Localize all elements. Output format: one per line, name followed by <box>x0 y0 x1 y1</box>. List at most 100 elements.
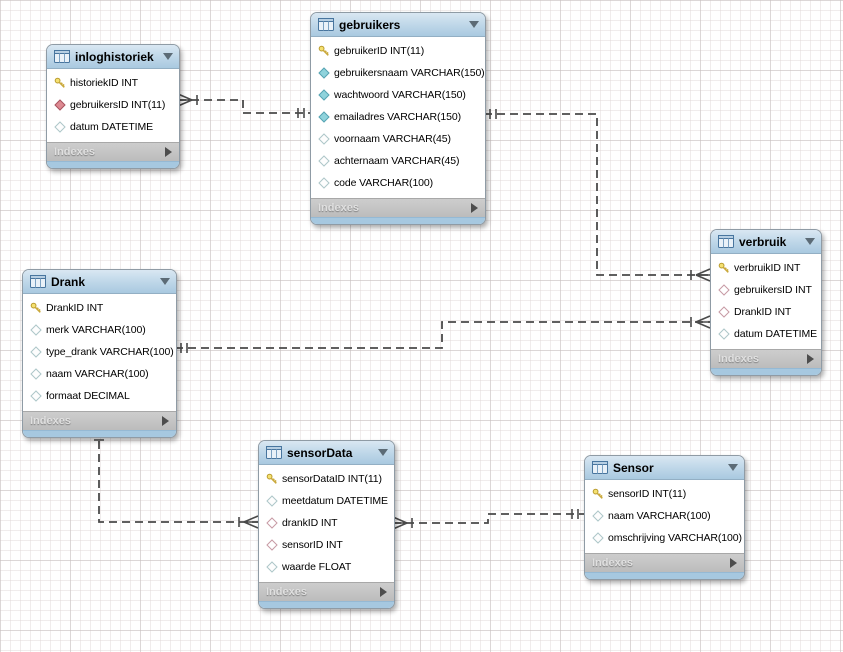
table-title: inloghistoriek <box>75 49 154 64</box>
cardinality-markers <box>180 315 711 353</box>
table-header[interactable]: gebruikers <box>311 13 485 37</box>
table-column-row[interactable]: meetdatum DATETIME <box>259 490 394 512</box>
table-header[interactable]: sensorData <box>259 441 394 465</box>
expand-right-icon[interactable] <box>162 416 169 426</box>
column-definition: formaat DECIMAL <box>46 390 130 402</box>
indexes-label: Indexes <box>718 353 759 365</box>
column-definition: meetdatum DATETIME <box>282 495 388 507</box>
column-nullable-icon <box>266 495 278 507</box>
relationship-line[interactable] <box>175 321 710 349</box>
column-required-icon <box>318 89 330 101</box>
table-column-row[interactable]: datum DATETIME <box>711 323 821 345</box>
chevron-down-icon[interactable] <box>469 21 479 28</box>
indexes-footer[interactable]: Indexes <box>711 349 821 368</box>
table-column-row[interactable]: achternaam VARCHAR(45) <box>311 150 485 172</box>
expand-right-icon[interactable] <box>380 587 387 597</box>
table-column-row[interactable]: datum DATETIME <box>47 116 179 138</box>
column-definition: datum DATETIME <box>734 328 818 340</box>
table-column-row[interactable]: DrankID INT <box>23 297 176 319</box>
table-gebruikers[interactable]: gebruikers gebruikerID INT(11)gebruikersn… <box>310 12 486 225</box>
table-title: gebruikers <box>339 17 401 32</box>
column-nullable-icon <box>30 368 42 380</box>
column-definition: sensorDataID INT(11) <box>282 473 382 485</box>
column-nullable-icon <box>318 133 330 145</box>
table-column-row[interactable]: omschrijving VARCHAR(100) <box>585 527 744 549</box>
table-header[interactable]: Drank <box>23 270 176 294</box>
table-column-row[interactable]: waarde FLOAT <box>259 556 394 578</box>
table-column-row[interactable]: gebruikersID INT(11) <box>47 94 179 116</box>
table-column-row[interactable]: naam VARCHAR(100) <box>585 505 744 527</box>
column-definition: sensorID INT(11) <box>608 488 687 500</box>
table-column-row[interactable]: code VARCHAR(100) <box>311 172 485 194</box>
table-column-row[interactable]: sensorID INT <box>259 534 394 556</box>
table-bottom-strip <box>47 161 179 168</box>
relationship-line[interactable] <box>393 513 584 524</box>
chevron-down-icon[interactable] <box>160 278 170 285</box>
indexes-footer[interactable]: Indexes <box>259 582 394 601</box>
chevron-down-icon[interactable] <box>805 238 815 245</box>
table-column-row[interactable]: historiekID INT <box>47 72 179 94</box>
indexes-footer[interactable]: Indexes <box>23 411 176 430</box>
table-column-row[interactable]: gebruikerID INT(11) <box>311 40 485 62</box>
chevron-down-icon[interactable] <box>163 53 173 60</box>
table-header[interactable]: verbruik <box>711 230 821 254</box>
table-column-row[interactable]: verbruikID INT <box>711 257 821 279</box>
table-column-row[interactable]: gebruikersnaam VARCHAR(150) <box>311 62 485 84</box>
relationship-line[interactable] <box>178 99 310 114</box>
table-icon <box>318 18 334 31</box>
column-nullable-icon <box>54 121 66 133</box>
table-column-row[interactable]: naam VARCHAR(100) <box>23 363 176 385</box>
table-icon <box>718 235 734 248</box>
table-columns: gebruikerID INT(11)gebruikersnaam VARCHA… <box>311 37 485 198</box>
table-column-row[interactable]: sensorDataID INT(11) <box>259 468 394 490</box>
relationship-line[interactable] <box>484 113 710 276</box>
table-column-row[interactable]: formaat DECIMAL <box>23 385 176 407</box>
table-column-row[interactable]: DrankID INT <box>711 301 821 323</box>
expand-right-icon[interactable] <box>165 147 172 157</box>
foreign-key-required-icon <box>54 99 66 111</box>
relationship-sensorData-Sensor[interactable] <box>392 509 584 530</box>
table-column-row[interactable]: gebruikersID INT <box>711 279 821 301</box>
table-Sensor[interactable]: Sensor sensorID INT(11) naam VARCHAR(100)o… <box>584 455 745 580</box>
relationship-sensorData-Drank[interactable] <box>94 428 259 529</box>
table-inloghistoriek[interactable]: inloghistoriek historiekID INT gebruikersI… <box>46 44 180 169</box>
relationship-line[interactable] <box>98 428 258 523</box>
table-column-row[interactable]: sensorID INT(11) <box>585 483 744 505</box>
column-definition: historiekID INT <box>70 77 138 89</box>
indexes-footer[interactable]: Indexes <box>311 198 485 217</box>
indexes-footer[interactable]: Indexes <box>47 142 179 161</box>
table-header[interactable]: Sensor <box>585 456 744 480</box>
column-nullable-icon <box>30 390 42 402</box>
column-definition: achternaam VARCHAR(45) <box>334 155 460 167</box>
relationship-inloghistoriek-gebruikers[interactable] <box>177 93 310 118</box>
table-column-row[interactable]: merk VARCHAR(100) <box>23 319 176 341</box>
indexes-label: Indexes <box>318 202 359 214</box>
foreign-key-nullable-icon <box>718 284 730 296</box>
chevron-down-icon[interactable] <box>378 449 388 456</box>
chevron-down-icon[interactable] <box>728 464 738 471</box>
indexes-footer[interactable]: Indexes <box>585 553 744 572</box>
table-columns: sensorID INT(11) naam VARCHAR(100)omschri… <box>585 480 744 553</box>
expand-right-icon[interactable] <box>807 354 814 364</box>
column-definition: wachtwoord VARCHAR(150) <box>334 89 466 101</box>
indexes-label: Indexes <box>266 586 307 598</box>
table-sensorData[interactable]: sensorData sensorDataID INT(11) meetdatum … <box>258 440 395 609</box>
table-header[interactable]: inloghistoriek <box>47 45 179 69</box>
table-column-row[interactable]: voornaam VARCHAR(45) <box>311 128 485 150</box>
table-column-row[interactable]: wachtwoord VARCHAR(150) <box>311 84 485 106</box>
relationship-verbruik-gebruikers[interactable] <box>484 109 711 282</box>
column-definition: DrankID INT <box>734 306 792 318</box>
expand-right-icon[interactable] <box>471 203 478 213</box>
relationship-verbruik-Drank[interactable] <box>175 315 711 353</box>
expand-right-icon[interactable] <box>730 558 737 568</box>
column-nullable-icon <box>592 532 604 544</box>
column-required-icon <box>318 67 330 79</box>
table-column-row[interactable]: emailadres VARCHAR(150) <box>311 106 485 128</box>
table-icon <box>266 446 282 459</box>
table-column-row[interactable]: drankID INT <box>259 512 394 534</box>
table-bottom-strip <box>259 601 394 608</box>
table-column-row[interactable]: type_drank VARCHAR(100) <box>23 341 176 363</box>
